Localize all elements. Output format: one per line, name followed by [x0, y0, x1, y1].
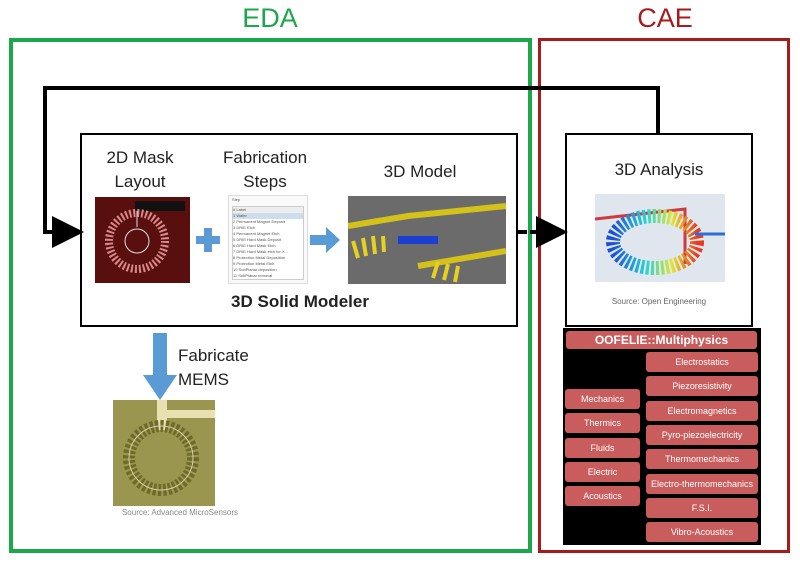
model-label: 3D Model — [383, 162, 457, 181]
solid-modeler-box — [80, 133, 518, 327]
down-arrow-icon — [143, 333, 177, 400]
step-item: 1 Wafer — [233, 213, 303, 219]
mems-source: Source: Advanced MicroSensors — [121, 508, 239, 517]
step-item: 3 DRIE Etch — [233, 225, 256, 230]
coupling-box: Electrostatics — [646, 352, 758, 372]
col-label: Label — [236, 207, 247, 212]
analysis-title: 3D Analysis — [614, 160, 704, 179]
model-image — [348, 196, 506, 284]
mask-layout-label: 2D Mask Layout — [106, 148, 174, 191]
mask-layout-image — [95, 197, 190, 283]
coupling-box: F.S.I. — [646, 497, 758, 518]
fabricate-label: Fabricate MEMS — [178, 346, 249, 389]
step-item: 2 Permanent Magnet Deposit — [233, 219, 286, 224]
steps-header: Step — [232, 197, 241, 202]
physics-box: Thermics — [565, 413, 640, 434]
analysis-source: Source: Open Engineering — [611, 297, 707, 306]
coupling-box: Thermomechanics — [646, 449, 758, 470]
step-item: 7 DRIE Hard Mask etch for X... — [233, 249, 288, 254]
solid-modeler-title: 3D Solid Modeler — [231, 292, 369, 311]
step-item: 9 Protection Metal Etch — [233, 261, 275, 266]
step-item: 11 SubPlanar removal — [233, 273, 273, 278]
physics-box: Fluids — [565, 437, 640, 458]
step-item: 6 DRIE Hard Mask Etch — [233, 243, 276, 248]
fab-steps-label: Fabrication Steps — [222, 148, 308, 191]
step-item: 4 Permanent Magnet Etch — [233, 231, 280, 236]
cae-frame — [538, 38, 790, 553]
coupling-box: Piezoresistivity — [646, 376, 758, 397]
coupling-box: Electro-thermomechanics — [646, 473, 758, 494]
cae-label: CAE — [637, 3, 693, 33]
eda-label: EDA — [242, 3, 298, 33]
mems-photo — [113, 400, 215, 506]
coupling-box: Vibro-Acoustics — [646, 522, 758, 543]
analysis-box — [565, 133, 753, 327]
coupling-box: Pyro-piezoelectricity — [646, 424, 758, 445]
steps-columns: # Label — [233, 207, 303, 213]
col-num: # — [233, 207, 236, 212]
analysis-image — [595, 194, 725, 282]
plus-icon — [196, 228, 220, 252]
oofelie-title: OOFELIE::Multiphysics — [566, 331, 757, 349]
eda-frame — [9, 38, 532, 553]
physics-box: Electric — [565, 461, 640, 482]
feedback-arrow — [43, 86, 660, 248]
step-item: 5 DRIE Hard Mask Deposit — [233, 237, 282, 242]
physics-box: Mechanics — [565, 389, 640, 409]
coupling-box: Electromagnetics — [646, 400, 758, 421]
right-arrow-icon — [310, 227, 340, 253]
step-item: 8 Protection Metal Deposition — [233, 255, 286, 260]
physics-box: Acoustics — [565, 486, 640, 507]
step-item: 10 SubPlanar deposition — [233, 267, 277, 272]
